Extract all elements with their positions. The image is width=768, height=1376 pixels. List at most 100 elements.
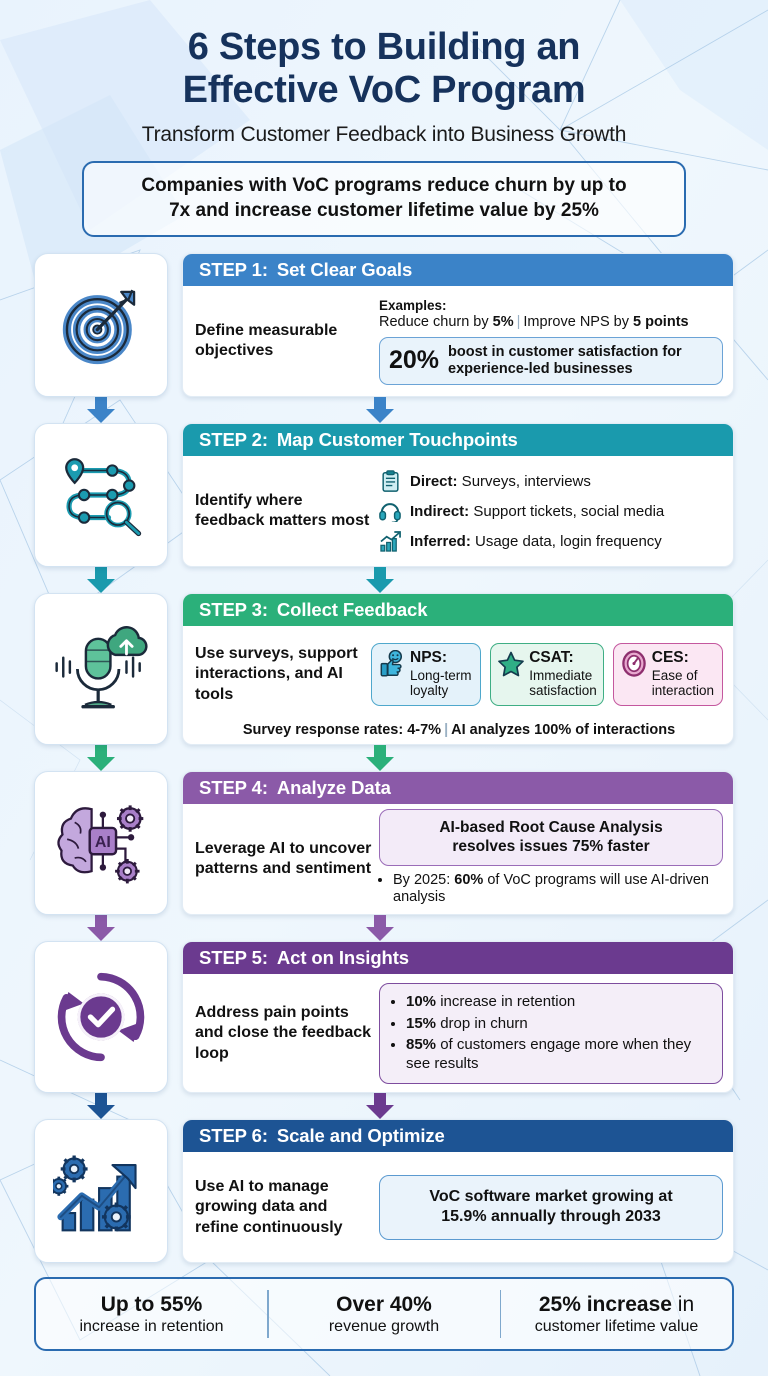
step-6-callout: VoC software market growing at 15.9% ann… (379, 1174, 723, 1241)
result-3-big: 25% increase (538, 1292, 672, 1316)
step-3-icon-box (34, 593, 168, 746)
feedback-loop-icon (57, 973, 145, 1062)
metric-nps-title: NPS: (410, 648, 448, 666)
step-5-header: STEP 5: Act on Insights (183, 942, 733, 975)
title-line-2: Effective VoC Program (182, 68, 586, 111)
step-2-body: Identify where feedback matters most (183, 456, 733, 566)
step-5-detail: 10% increase in retention 15% drop in ch… (373, 982, 723, 1084)
connector-4-5 (34, 915, 734, 942)
headline-stat-banner: Companies with VoC programs reduce churn… (82, 161, 686, 238)
step-5-label: STEP 5: (199, 947, 268, 969)
metric-nps-text: NPS: Long-term loyalty (410, 649, 474, 699)
step-6-title: Scale and Optimize (276, 1125, 445, 1147)
step-5-bullet-1-text: increase in retention (436, 993, 576, 1011)
step-6-description: Use AI to manage growing data and refine… (195, 1178, 343, 1236)
down-arrow-icon (366, 745, 394, 772)
step-1-examples: Reduce churn by 5%|Improve NPS by 5 poin… (379, 314, 723, 330)
result-2-label: revenue growth (328, 1318, 440, 1336)
step-1-label: STEP 1: (199, 259, 268, 281)
step-1-header: STEP 1: Set Clear Goals (183, 254, 733, 287)
step-1-example-2-text: Improve NPS by (523, 313, 633, 330)
step-3-footnote-1: Survey response rates: 4-7% (242, 722, 442, 739)
metric-csat-title: CSAT: (529, 648, 574, 666)
metric-ces-sub: Ease of interaction (651, 667, 715, 699)
touchpoint-item-inferred: Inferred: Usage data, login frequency (379, 530, 723, 552)
step-row-5: STEP 5: Act on Insights Address pain poi… (34, 941, 734, 1094)
result-1-label: increase in retention (79, 1318, 224, 1336)
step-4-icon-box: AI (34, 771, 168, 916)
step-5-bullet-item: 15% drop in churn (406, 1015, 712, 1034)
step-5-description: Address pain points and close the feedba… (195, 1004, 372, 1062)
metric-csat-sub: Immediate satisfaction (529, 667, 597, 699)
step-row-4: AI (34, 771, 734, 916)
step-4-callout-line-1: AI-based Root Cause Analysis (439, 818, 663, 836)
step-1-card: STEP 1: Set Clear Goals Define measurabl… (182, 253, 734, 398)
step-2-description: Identify where feedback matters most (195, 492, 370, 530)
target-icon (62, 290, 136, 365)
step-2-card: STEP 2: Map Customer Touchpoints Identif… (182, 423, 734, 568)
step-4-bullet-pre: By 2025: (393, 871, 455, 888)
step-6-header: STEP 6: Scale and Optimize (183, 1120, 733, 1153)
step-2-title: Map Customer Touchpoints (276, 429, 518, 451)
touchpoint-indirect-text: Indirect: Support tickets, social media (410, 503, 664, 520)
step-3-header: STEP 3: Collect Feedback (183, 594, 733, 627)
step-4-card: STEP 4: Analyze Data Leverage AI to unco… (182, 771, 734, 916)
touchpoint-direct-text: Direct: Surveys, interviews (410, 473, 591, 490)
step-1-title: Set Clear Goals (276, 259, 413, 281)
metric-card-csat: CSAT: Immediate satisfaction (490, 642, 604, 707)
down-arrow-icon (366, 397, 394, 424)
step-row-2: STEP 2: Map Customer Touchpoints Identif… (34, 423, 734, 568)
step-6-label: STEP 6: (199, 1125, 268, 1147)
touchpoint-indirect-value: Support tickets, social media (469, 502, 665, 520)
page-subtitle: Transform Customer Feedback into Busines… (141, 123, 627, 147)
step-1-icon-box (34, 253, 168, 398)
step-4-title: Analyze Data (276, 777, 391, 799)
steps-container: STEP 1: Set Clear Goals Define measurabl… (0, 253, 768, 1264)
example-divider: | (516, 313, 521, 330)
step-4-description: Leverage AI to uncover patterns and sent… (195, 840, 372, 878)
step-5-card: STEP 5: Act on Insights Address pain poi… (182, 941, 734, 1094)
step-5-bullet-list: 10% increase in retention 15% drop in ch… (386, 993, 712, 1073)
touchpoint-inferred-value: Usage data, login frequency (470, 532, 662, 550)
step-4-bullet-value: 60% (454, 871, 484, 888)
step-1-detail: Examples: Reduce churn by 5%|Improve NPS… (373, 294, 723, 388)
step-3-card: STEP 3: Collect Feedback Use surveys, su… (182, 593, 734, 746)
journey-map-icon (65, 458, 142, 537)
step-5-bullet-item: 10% increase in retention (406, 993, 712, 1012)
clipboard-icon (379, 470, 401, 493)
down-arrow-icon (87, 915, 115, 942)
step-4-bullet-list: By 2025: 60% of VoC programs will use AI… (379, 872, 723, 910)
down-arrow-icon (87, 567, 115, 594)
step-5-bullet-3-text: of customers engage more when they see r… (406, 1036, 692, 1073)
bar-chart-icon (379, 530, 401, 552)
page-title: 6 Steps to Building an Effective VoC Pro… (0, 26, 768, 111)
step-2-header: STEP 2: Map Customer Touchpoints (183, 424, 733, 457)
gauge-icon (621, 649, 647, 679)
step-4-detail: AI-based Root Cause Analysis resolves is… (373, 808, 723, 906)
touchpoint-item-direct: Direct: Surveys, interviews (379, 470, 723, 493)
step-5-bullet-1-value: 10% (406, 993, 437, 1011)
result-3-big-light: in (671, 1292, 695, 1316)
step-6-icon-box (34, 1119, 168, 1264)
step-5-callout: 10% increase in retention 15% drop in ch… (379, 983, 723, 1084)
headline-stat-line-1: Companies with VoC programs reduce churn… (141, 175, 627, 197)
headline-stat-line-2: 7x and increase customer lifetime value … (169, 199, 599, 221)
metric-cards: NPS: Long-term loyalty (371, 642, 723, 707)
svg-text:AI: AI (95, 834, 111, 851)
down-arrow-icon (87, 745, 115, 772)
header: 6 Steps to Building an Effective VoC Pro… (0, 0, 768, 238)
step-5-title: Act on Insights (276, 947, 409, 969)
metric-nps-sub: Long-term loyalty (410, 667, 472, 699)
step-1-body: Define measurable objectives Examples: R… (183, 286, 733, 396)
touchpoint-inferred-text: Inferred: Usage data, login frequency (410, 533, 662, 550)
step-1-callout-value: 20% (389, 346, 440, 375)
down-arrow-icon (366, 1093, 394, 1120)
metric-card-ces: CES: Ease of interaction (612, 642, 723, 707)
touchpoint-item-indirect: Indirect: Support tickets, social media (379, 500, 723, 522)
step-4-body: Leverage AI to uncover patterns and sent… (183, 804, 733, 914)
step-5-bullet-2-value: 15% (406, 1014, 437, 1032)
result-item-retention: Up to 55% increase in retention (36, 1293, 267, 1337)
step-2-detail: Direct: Surveys, interviews (373, 464, 723, 558)
step-1-description: Define measurable objectives (195, 322, 338, 360)
result-item-clv: 25% increase in customer lifetime value (501, 1293, 732, 1337)
